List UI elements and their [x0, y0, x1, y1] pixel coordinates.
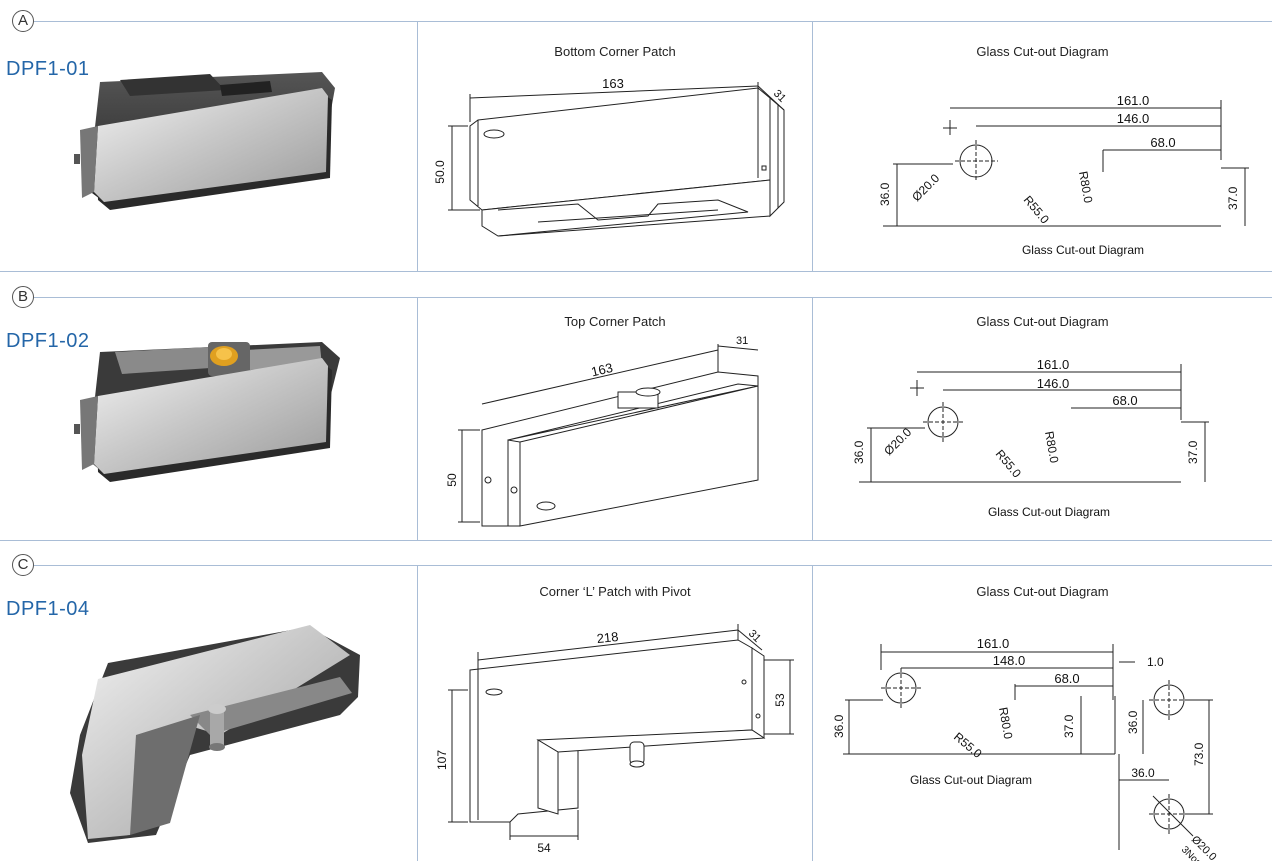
dim-h1-c: 36.0 — [1126, 710, 1140, 734]
technical-drawing-a: 163 31 50.0 — [433, 76, 788, 237]
dim-161-a: 161.0 — [1117, 93, 1150, 108]
dim-depth-b: 31 — [736, 335, 748, 347]
dim-161-c: 161.0 — [977, 636, 1010, 651]
dim-w1-c: 36.0 — [1131, 766, 1155, 780]
col-divider-b1 — [417, 297, 418, 540]
dim-bottom-c: 54 — [537, 841, 551, 855]
dim-68-c: 68.0 — [1054, 671, 1079, 686]
row-b-bottom — [0, 540, 1272, 541]
section-a-divider — [34, 21, 1272, 22]
dim-146-b: 146.0 — [1037, 376, 1070, 391]
cutout-title-a: Glass Cut-out Diagram — [976, 44, 1109, 59]
dim-h2-c: 73.0 — [1192, 742, 1206, 766]
dim-r55-c: R55.0 — [951, 730, 985, 762]
dim-68-b: 68.0 — [1112, 393, 1137, 408]
dim-length-b: 163 — [590, 360, 615, 379]
dim-height-c: 107 — [435, 750, 449, 770]
drawing-title-a: Bottom Corner Patch — [554, 44, 676, 59]
dim-r80-c: R80.0 — [996, 706, 1015, 740]
cutout-title-b: Glass Cut-out Diagram — [976, 314, 1109, 329]
dim-gap-c: 1.0 — [1147, 655, 1164, 669]
model-name-b: DPF1-02 — [6, 330, 90, 352]
drawing-title-b: Top Corner Patch — [564, 314, 666, 329]
dim-148-c: 148.0 — [993, 653, 1026, 668]
cutout-diagram-c: 161.0 148.0 68.0 1.0 36.0 37.0 R55.0 R80… — [832, 636, 1219, 861]
cutout-caption-b: Glass Cut-out Diagram — [988, 505, 1110, 519]
technical-drawing-c: 218 31 107 53 54 — [435, 624, 794, 855]
dim-left-b: 36.0 — [852, 440, 866, 464]
product-photo-c — [70, 625, 360, 843]
dim-left-c: 36.0 — [832, 714, 846, 738]
cutout-title-c: Glass Cut-out Diagram — [976, 584, 1109, 599]
dim-161-b: 161.0 — [1037, 357, 1070, 372]
dim-side-c: 53 — [773, 693, 787, 707]
technical-drawing-b: 163 31 50 — [445, 335, 759, 527]
dim-depth-c: 31 — [746, 628, 763, 645]
dim-hole-b: Ø20.0 — [881, 425, 914, 458]
row-a-bottom — [0, 271, 1272, 272]
cutout-caption-c: Glass Cut-out Diagram — [910, 773, 1032, 787]
model-name-c: DPF1-04 — [6, 598, 90, 620]
model-name-a: DPF1-01 — [6, 58, 90, 80]
dim-right-b: 37.0 — [1186, 440, 1200, 464]
product-photo-a — [74, 72, 335, 210]
dim-length-a: 163 — [602, 76, 624, 91]
dim-r55-b: R55.0 — [993, 447, 1025, 481]
cutout-diagram-b: 161.0 146.0 68.0 36.0 37.0 Ø20.0 R55.0 R… — [852, 357, 1209, 519]
section-b-divider — [34, 297, 1272, 298]
dim-left-a: 36.0 — [878, 182, 892, 206]
section-letter-c: C — [12, 554, 34, 576]
col-divider-a2 — [812, 21, 813, 271]
col-divider-a1 — [417, 21, 418, 271]
dim-mid-c: 37.0 — [1062, 714, 1076, 738]
product-photo-b — [74, 342, 340, 482]
col-divider-c1 — [417, 565, 418, 861]
section-letter-b: B — [12, 286, 34, 308]
dim-length-c: 218 — [596, 629, 619, 646]
dim-r80-b: R80.0 — [1042, 430, 1061, 464]
section-letter-a: A — [12, 10, 34, 32]
dim-r55-a: R55.0 — [1021, 193, 1053, 227]
dim-height-a: 50.0 — [433, 160, 447, 184]
cutout-diagram-a: 161.0 146.0 68.0 36.0 37.0 Ø20.0 R55.0 R… — [878, 93, 1249, 257]
dim-146-a: 146.0 — [1117, 111, 1150, 126]
section-c-divider — [34, 565, 1272, 566]
drawing-title-c: Corner ‘L’ Patch with Pivot — [539, 584, 691, 599]
dim-r80-a: R80.0 — [1076, 170, 1095, 204]
col-divider-b2 — [812, 297, 813, 540]
col-divider-c2 — [812, 565, 813, 861]
cutout-caption-a: Glass Cut-out Diagram — [1022, 243, 1144, 257]
dim-hole-a: Ø20.0 — [909, 171, 942, 204]
dim-68-a: 68.0 — [1150, 135, 1175, 150]
dim-right-a: 37.0 — [1226, 186, 1240, 210]
dim-height-b: 50 — [445, 473, 459, 487]
